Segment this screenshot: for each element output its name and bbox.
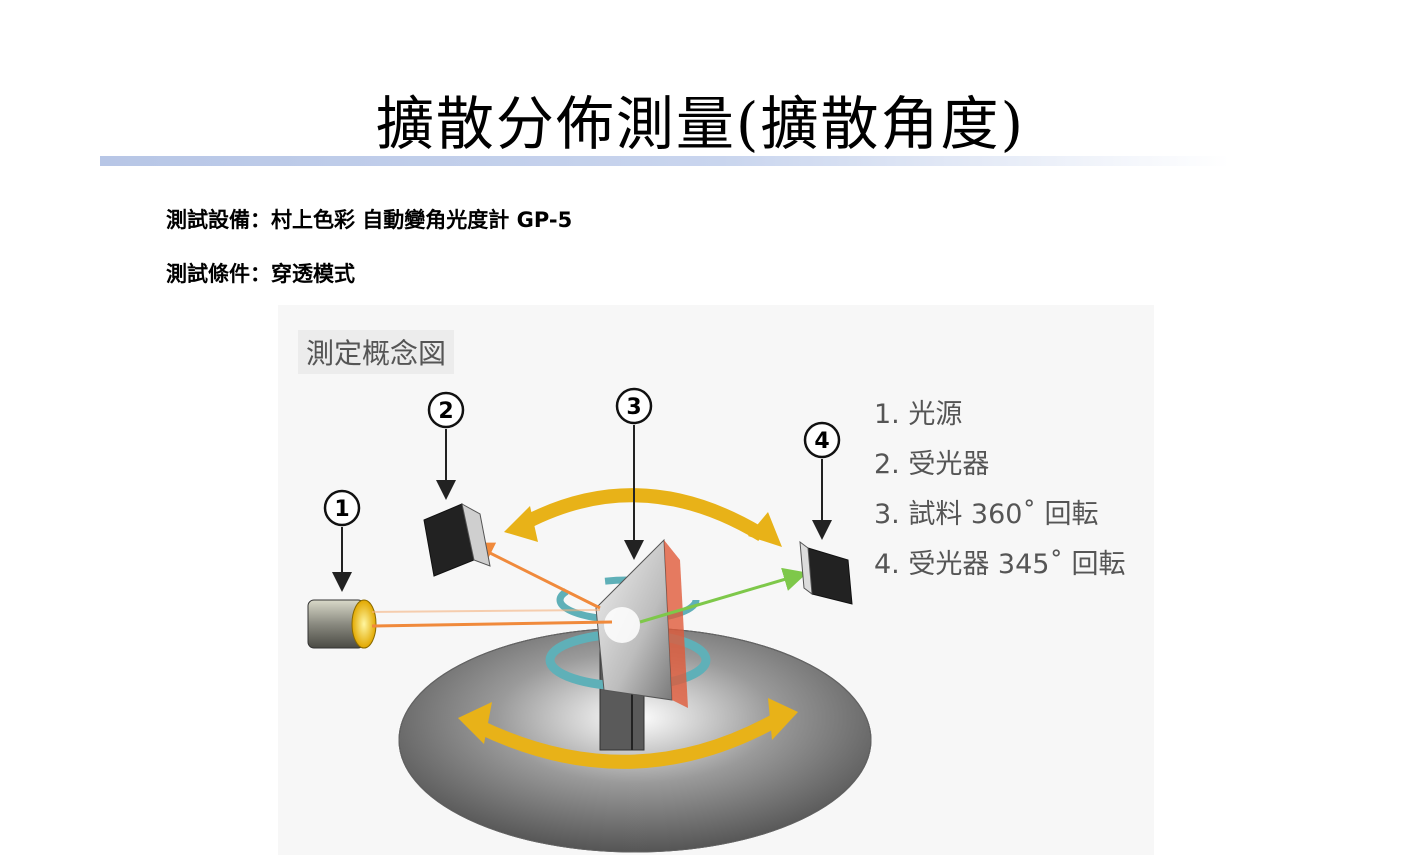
light-source-lens [351, 599, 377, 649]
legend-item-light-source: 1. 光源 [874, 399, 963, 430]
legend-item-sample-rotation: 3. 試料 360˚ 回転 [874, 499, 1099, 530]
title-underline [100, 156, 1230, 166]
marker-1-circle [323, 489, 361, 527]
incident-beam [371, 620, 613, 628]
sample-plate-edge [664, 540, 688, 708]
marker-4-label: 4 [814, 429, 829, 454]
diagram-legend: 1. 光源 2. 受光器 3. 試料 360˚ 回転 4. 受光器 345˚ 回… [874, 390, 1126, 590]
sample-light-spot [604, 607, 640, 643]
upper-rotation-arrow-head-left [504, 506, 538, 542]
receiver-right-face [799, 540, 813, 596]
upper-rotation-arrow-head-right [748, 512, 782, 547]
diagram-caption: 測定概念図 [298, 330, 455, 374]
marker-3-circle [615, 387, 653, 425]
receiver-left-face [461, 503, 491, 567]
legend-item-receiver-rotation: 4. 受光器 345˚ 回転 [874, 549, 1126, 580]
marker-1-label: 1 [334, 497, 349, 522]
marker-2-label: 2 [438, 399, 453, 424]
legend-item-receiver: 2. 受光器 [874, 449, 990, 480]
lower-rotation-arrow-head-left [458, 702, 492, 744]
marker-2-circle [427, 391, 465, 429]
transmitted-beam [639, 567, 808, 624]
test-equipment-text: 測試設備：村上色彩 自動變角光度計 GP-5 [166, 208, 573, 232]
incident-beam-faint [371, 609, 601, 613]
lower-rotation-arrow-head-right [768, 698, 798, 740]
upper-rotation-arrow [521, 488, 766, 541]
test-condition-text: 測試條件：穿透模式 [166, 262, 355, 286]
marker-3-label: 3 [626, 395, 641, 420]
reflected-beam [469, 542, 601, 610]
marker-4-circle [803, 421, 841, 459]
page-title: 擴散分佈測量(擴散角度) [375, 90, 1026, 158]
lower-rotation-arrow [476, 713, 780, 769]
receiver-right-body [807, 547, 853, 605]
